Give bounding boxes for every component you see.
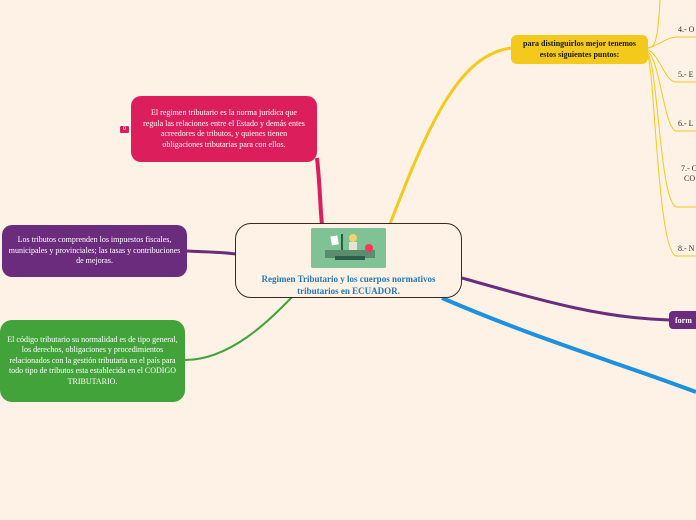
topic-regimen-definition[interactable]: El regimen tributario es la norma jurídi…: [131, 96, 317, 162]
central-topic-image: [311, 228, 386, 268]
topic-text: form: [675, 316, 692, 325]
branch-purple-left: [187, 251, 236, 254]
topic-text: para distinguirlos mejor tenemos estos s…: [515, 39, 644, 60]
subtopic-item-8[interactable]: 8.- N: [678, 244, 694, 253]
branch-purple-right: [462, 278, 669, 320]
topic-text: El código tributario su normalidad es de…: [6, 335, 179, 388]
topic-formas[interactable]: form: [669, 311, 696, 329]
subtopic-item-6[interactable]: 6.- L: [678, 119, 694, 128]
topic-text: El regimen tributario es la norma jurídi…: [141, 108, 307, 150]
note-count-badge[interactable]: 0: [119, 125, 130, 134]
subtopic-item-7[interactable]: 7.- C: [681, 164, 696, 173]
subtopic-item-5[interactable]: 5.- E: [678, 70, 694, 79]
branch-yellow-sub: [648, 50, 676, 82]
topic-text: Los tributos comprenden los impuestos fi…: [8, 235, 181, 267]
central-topic-title: Regimen Tributario y los cuerpos normati…: [254, 273, 444, 297]
subtopic-item-7-line2: CO: [684, 174, 695, 183]
topic-tributos[interactable]: Los tributos comprenden los impuestos fi…: [2, 225, 187, 277]
branch-yellow-sub: [648, 0, 660, 48]
branch-yellow: [390, 48, 511, 224]
branch-pink: [317, 158, 322, 225]
branch-yellow-sub: [648, 54, 676, 207]
central-topic[interactable]: Regimen Tributario y los cuerpos normati…: [235, 223, 462, 298]
topic-codigo-tributario[interactable]: El código tributario su normalidad es de…: [0, 320, 185, 402]
branch-green: [185, 297, 292, 360]
branch-blue: [442, 298, 696, 392]
topic-distinguir-puntos[interactable]: para distinguirlos mejor tenemos estos s…: [511, 35, 648, 64]
branch-yellow-sub: [648, 37, 676, 48]
subtopic-item-4[interactable]: 4.- O: [678, 25, 694, 34]
